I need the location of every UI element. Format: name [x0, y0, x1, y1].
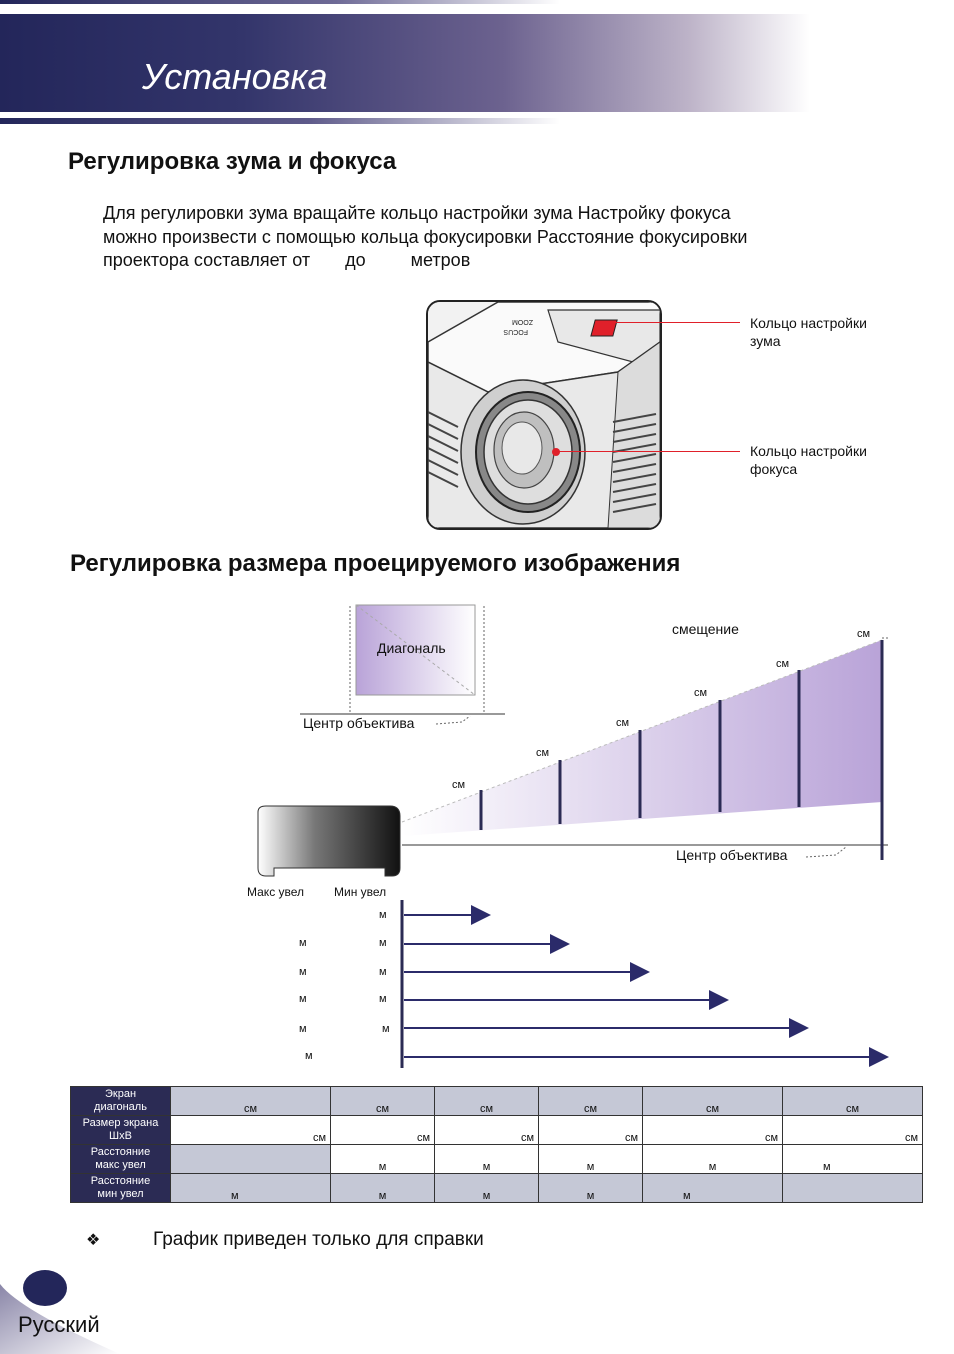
table-cell: м — [330, 1144, 435, 1174]
projection-beam — [402, 640, 882, 836]
focus-ring-callout: Кольцо настройки фокуса — [750, 442, 867, 478]
table-cell: см — [642, 1115, 783, 1145]
table-cell: м — [434, 1173, 539, 1203]
m-label: м — [299, 937, 307, 949]
table-cell — [782, 1173, 923, 1203]
min-zoom-label: Мин увел — [334, 885, 387, 899]
m-label: м — [299, 966, 307, 978]
table-cell: м — [434, 1144, 539, 1174]
table-cell: см — [782, 1086, 923, 1116]
m-label: м — [379, 937, 387, 949]
lens-center-label-right: Центр объектива — [676, 847, 788, 863]
m-label: м — [382, 1023, 390, 1035]
footer-decoration — [0, 1270, 120, 1354]
callout-text: фокуса — [750, 461, 798, 477]
table-cell: см — [330, 1115, 435, 1145]
table-cell: м — [642, 1144, 783, 1174]
cm-label: см — [857, 628, 871, 640]
focus-text: FOCUS — [503, 328, 528, 335]
offset-label: смещение — [672, 621, 739, 637]
projector-silhouette — [257, 805, 401, 877]
header-underline — [0, 118, 560, 124]
callout-text: Кольцо настройки — [750, 315, 867, 331]
max-zoom-label: Макс увел — [247, 885, 305, 899]
projection-diagram — [257, 604, 889, 1068]
callout-text: Кольцо настройки — [750, 443, 867, 459]
zoom-callout-line — [608, 322, 740, 323]
zoom-text: ZOOM — [512, 318, 533, 325]
section-heading-zoom-focus: Регулировка зума и фокуса — [68, 148, 397, 175]
cm-label: см — [776, 658, 790, 670]
table-cell: см — [642, 1086, 783, 1116]
table-cell: см — [170, 1115, 331, 1145]
callout-text: зума — [750, 333, 781, 349]
m-label: м — [299, 1023, 307, 1035]
m-label: м — [379, 993, 387, 1005]
header-top-line — [0, 0, 560, 4]
header-banner — [0, 14, 810, 112]
paragraph-line: Для регулировки зума вращайте кольцо нас… — [103, 203, 731, 223]
table-cell: м — [538, 1144, 643, 1174]
table-cell: см — [538, 1115, 643, 1145]
table-cell: м — [782, 1144, 923, 1174]
lens-center-label-top: Центр объектива — [303, 715, 415, 731]
section-heading-image-size: Регулировка размера проецируемого изобра… — [70, 550, 681, 577]
projector-lens-photo: ZOOM FOCUS — [426, 300, 662, 530]
page-title: Установка — [142, 56, 328, 97]
table-cell: см — [538, 1086, 643, 1116]
projector-illustration: ZOOM FOCUS — [428, 302, 660, 528]
table-cell: м — [538, 1173, 643, 1203]
zoom-focus-paragraph: Для регулировки зума вращайте кольцо нас… — [103, 202, 863, 273]
cm-label: см — [694, 687, 708, 699]
focus-callout-line — [554, 451, 740, 452]
table-cell: м — [330, 1173, 435, 1203]
table-cell: см — [434, 1115, 539, 1145]
table-cell: см — [330, 1086, 435, 1116]
zoom-ring-callout: Кольцо настройки зума — [750, 314, 867, 350]
table-cell: см — [782, 1115, 923, 1145]
m-label: м — [299, 993, 307, 1005]
cm-label: см — [536, 747, 550, 759]
table-cell: м — [642, 1173, 783, 1203]
table-cell: м — [170, 1173, 331, 1203]
page-number-badge — [23, 1270, 67, 1306]
table-cell — [170, 1144, 331, 1174]
paragraph-line: можно произвести с помощью кольца фокуси… — [103, 226, 748, 247]
cm-label: см — [616, 717, 630, 729]
m-label: м — [305, 1050, 313, 1062]
cm-label: см — [452, 779, 466, 791]
language-label: Русский — [18, 1312, 100, 1337]
m-label: м — [379, 909, 387, 921]
diagonal-label: Диагональ — [377, 640, 446, 656]
m-label: м — [379, 966, 387, 978]
diamond-bullet-icon: ❖ — [86, 1232, 101, 1249]
paragraph-line: проектора составляет от до метров — [103, 250, 471, 270]
table-cell: см — [170, 1086, 331, 1116]
reference-note: График приведен только для справки — [153, 1229, 484, 1250]
table-cell: см — [434, 1086, 539, 1116]
